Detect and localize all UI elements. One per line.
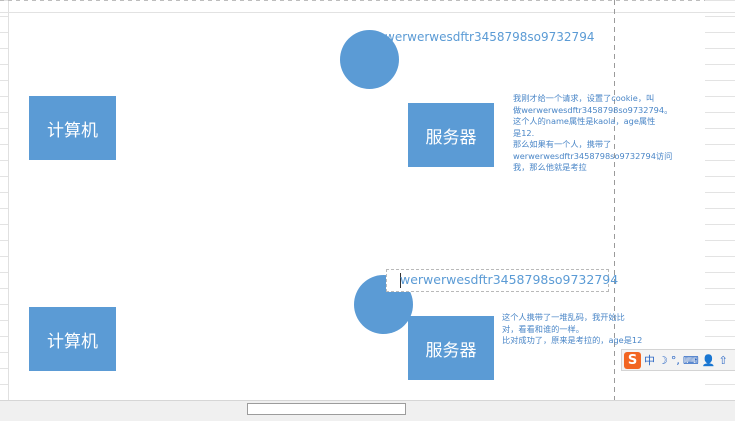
server-box-top[interactable]: 服务器 xyxy=(408,103,494,167)
user-icon[interactable]: 👤 xyxy=(701,353,716,367)
note-line: werwerwesdftr3458798so9732794访问 xyxy=(513,150,673,161)
server-label: 服务器 xyxy=(425,127,477,148)
note-line: 那么如果有一个人，携带了 xyxy=(513,139,612,149)
horizontal-scrollbar-thumb[interactable] xyxy=(247,403,406,415)
cookie-token-text-top: werwerwesdftr3458798so9732794 xyxy=(385,30,595,44)
cookie-circle-top[interactable] xyxy=(340,30,399,89)
note-line: 比对成功了，原来是考拉的，age是12 xyxy=(502,335,643,345)
top-dashed-line xyxy=(0,0,735,1)
note-line: 这个人的name属性是kaola，age属性 xyxy=(513,116,656,126)
note-line: 这个人携带了一堆乱码，我开始比 xyxy=(502,312,625,322)
client-computer-box-bottom[interactable]: 计算机 xyxy=(29,307,116,371)
moon-icon[interactable]: ☽ xyxy=(658,353,668,367)
server-box-bottom[interactable]: 服务器 xyxy=(408,316,494,380)
ime-toolbar[interactable]: S 中 ☽ °, ⌨ 👤 ⇧ xyxy=(621,349,735,371)
skin-icon[interactable]: ⇧ xyxy=(718,353,728,367)
client-computer-box-top[interactable]: 计算机 xyxy=(29,96,116,160)
sogou-logo-icon[interactable]: S xyxy=(624,351,641,369)
note-line: 我刚才给一个请求，设置了cookie，叫 xyxy=(513,93,655,103)
page-break-line xyxy=(614,0,615,400)
right-grid xyxy=(705,0,735,400)
note-line: 是12. xyxy=(513,127,535,138)
note-line: 我，那么他就是考拉 xyxy=(513,162,587,172)
client-computer-label: 计算机 xyxy=(47,331,98,352)
keyboard-icon[interactable]: ⌨ xyxy=(682,353,699,367)
note-line: 做werwerwesdftr3458798so9732794。 xyxy=(513,104,673,115)
note-line: 对，看看和谁的一样。 xyxy=(502,323,584,334)
client-computer-label: 计算机 xyxy=(47,120,98,141)
punctuation-icon[interactable]: °, xyxy=(670,353,680,367)
chinese-mode-icon[interactable]: 中 xyxy=(644,353,655,367)
server-note-top[interactable]: 我刚才给一个请求，设置了cookie，叫 做werwerwesdftr34587… xyxy=(513,93,672,174)
left-grid xyxy=(0,0,9,400)
text-cursor xyxy=(400,273,401,288)
server-note-bottom[interactable]: 这个人携带了一堆乱码，我开始比 对，看看和谁的一样。 比对成功了，原来是考拉的，… xyxy=(502,312,642,347)
cookie-token-textbox-bottom[interactable] xyxy=(386,269,609,292)
cookie-token-text-bottom: werwerwesdftr3458798so9732794 xyxy=(400,272,619,287)
top-grid-line xyxy=(0,12,735,13)
server-label: 服务器 xyxy=(425,340,477,361)
